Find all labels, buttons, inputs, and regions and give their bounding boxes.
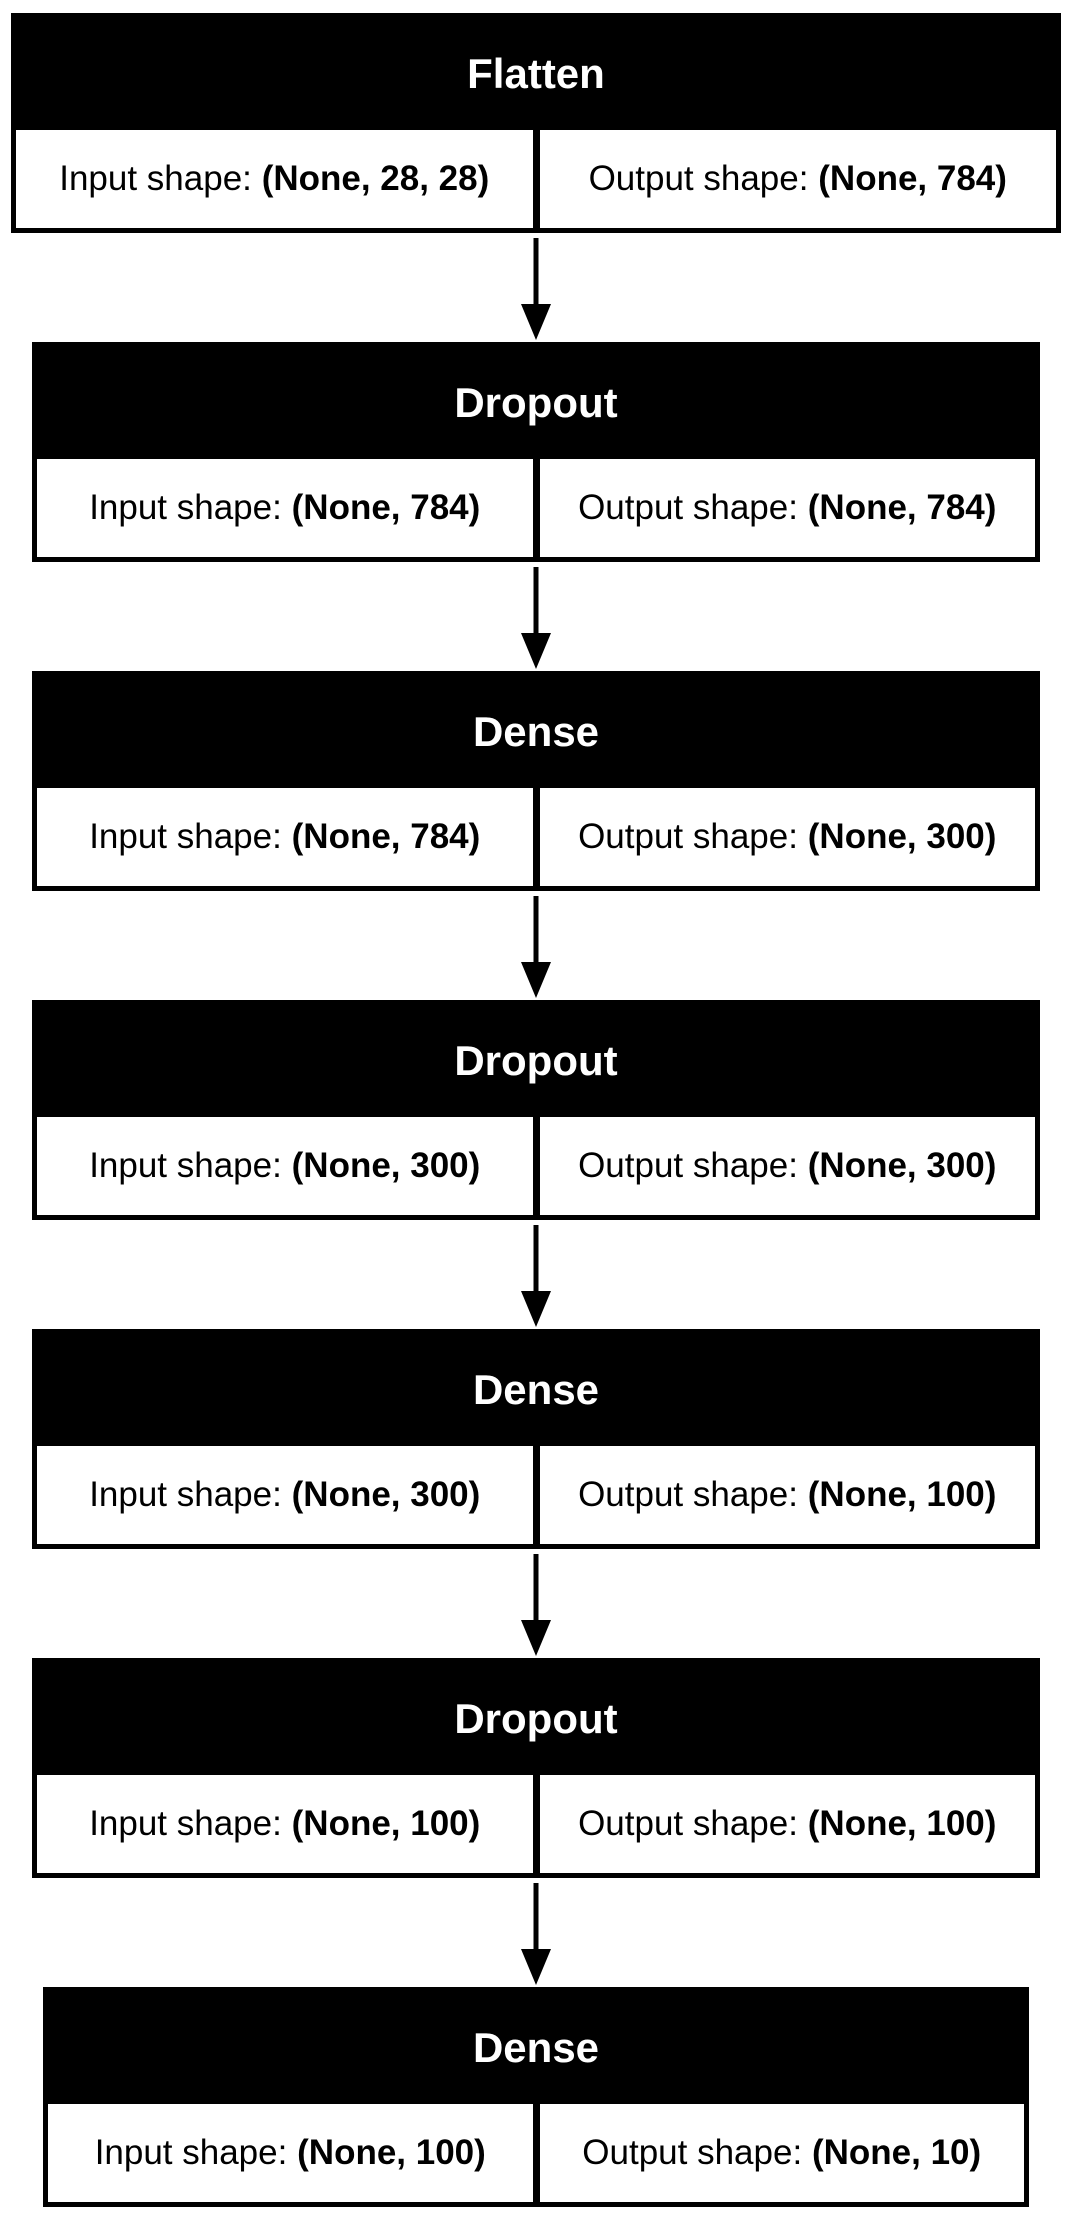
layer-shapes: Input shape:(None, 784) Output shape:(No… <box>37 459 1035 557</box>
input-shape-value: (None, 784) <box>291 817 481 856</box>
input-shape-cell: Input shape:(None, 300) <box>37 1446 533 1544</box>
layer-dropout: Dropout Input shape:(None, 100) Output s… <box>32 1658 1040 1878</box>
layer-dense: Dense Input shape:(None, 300) Output sha… <box>32 1329 1040 1549</box>
output-shape-cell: Output shape:(None, 784) <box>539 459 1035 557</box>
output-shape-label: Output shape: <box>578 1146 798 1185</box>
arrow-connector <box>521 1554 551 1656</box>
output-shape-value: (None, 300) <box>807 817 997 856</box>
input-shape-cell: Input shape:(None, 784) <box>37 459 533 557</box>
input-shape-cell: Input shape:(None, 28, 28) <box>16 130 533 228</box>
output-shape-value: (None, 784) <box>807 488 997 527</box>
output-shape-cell: Output shape:(None, 100) <box>539 1775 1035 1873</box>
layer-title: Dropout <box>454 1695 618 1742</box>
layer-shapes: Input shape:(None, 100) Output shape:(No… <box>48 2104 1024 2202</box>
output-shape-cell: Output shape:(None, 784) <box>539 130 1056 228</box>
output-shape-label: Output shape: <box>578 817 798 856</box>
input-shape-label: Input shape: <box>89 817 282 856</box>
layer-title: Dense <box>472 1366 600 1413</box>
layer-shapes: Input shape:(None, 300) Output shape:(No… <box>37 1117 1035 1215</box>
layer-title: Dropout <box>454 379 618 426</box>
arrow-connector <box>521 567 551 669</box>
input-shape-value: (None, 100) <box>297 2133 486 2172</box>
output-shape-cell: Output shape:(None, 300) <box>539 788 1035 886</box>
input-shape-value: (None, 300) <box>291 1475 481 1514</box>
output-shape-cell: Output shape:(None, 300) <box>539 1117 1035 1215</box>
layer-shapes: Input shape:(None, 100) Output shape:(No… <box>37 1775 1035 1873</box>
output-shape-value: (None, 100) <box>807 1804 997 1843</box>
input-shape-cell: Input shape:(None, 100) <box>37 1775 533 1873</box>
output-shape-label: Output shape: <box>582 2133 803 2172</box>
arrow-connector <box>521 1883 551 1985</box>
layer-dense: Dense Input shape:(None, 784) Output sha… <box>32 671 1040 891</box>
input-shape-value: (None, 784) <box>291 488 481 527</box>
output-shape-label: Output shape: <box>578 1804 798 1843</box>
input-shape-value: (None, 100) <box>291 1804 481 1843</box>
input-shape-label: Input shape: <box>89 1475 282 1514</box>
output-shape-label: Output shape: <box>588 159 809 198</box>
layer-dense: Dense Input shape:(None, 100) Output sha… <box>43 1987 1029 2207</box>
output-shape-label: Output shape: <box>578 488 798 527</box>
output-shape-cell: Output shape:(None, 100) <box>539 1446 1035 1544</box>
output-shape-value: (None, 100) <box>807 1475 997 1514</box>
layer-shapes: Input shape:(None, 300) Output shape:(No… <box>37 1446 1035 1544</box>
input-shape-label: Input shape: <box>59 159 252 198</box>
output-shape-value: (None, 10) <box>811 2133 982 2172</box>
input-shape-cell: Input shape:(None, 100) <box>48 2104 533 2202</box>
layer-title: Dense <box>472 708 600 755</box>
output-shape-value: (None, 300) <box>807 1146 997 1185</box>
input-shape-label: Input shape: <box>89 488 282 527</box>
input-shape-label: Input shape: <box>89 1146 282 1185</box>
output-shape-label: Output shape: <box>578 1475 798 1514</box>
output-shape-value: (None, 784) <box>818 159 1007 198</box>
layer-title: Flatten <box>467 50 605 97</box>
layer-dropout: Dropout Input shape:(None, 300) Output s… <box>32 1000 1040 1220</box>
layer-flatten: Flatten Input shape:(None, 28, 28) Outpu… <box>11 13 1061 233</box>
arrow-connector <box>521 238 551 340</box>
input-shape-value: (None, 28, 28) <box>261 159 490 198</box>
layer-dropout: Dropout Input shape:(None, 784) Output s… <box>32 342 1040 562</box>
input-shape-value: (None, 300) <box>291 1146 481 1185</box>
input-shape-cell: Input shape:(None, 784) <box>37 788 533 886</box>
input-shape-cell: Input shape:(None, 300) <box>37 1117 533 1215</box>
input-shape-label: Input shape: <box>94 2133 288 2172</box>
output-shape-cell: Output shape:(None, 10) <box>539 2104 1024 2202</box>
layer-title: Dropout <box>454 1037 618 1084</box>
arrow-connector <box>521 1225 551 1327</box>
layer-shapes: Input shape:(None, 28, 28) Output shape:… <box>16 130 1056 228</box>
layer-title: Dense <box>472 2024 600 2071</box>
arrow-connector <box>521 896 551 998</box>
input-shape-label: Input shape: <box>89 1804 282 1843</box>
layer-shapes: Input shape:(None, 784) Output shape:(No… <box>37 788 1035 886</box>
